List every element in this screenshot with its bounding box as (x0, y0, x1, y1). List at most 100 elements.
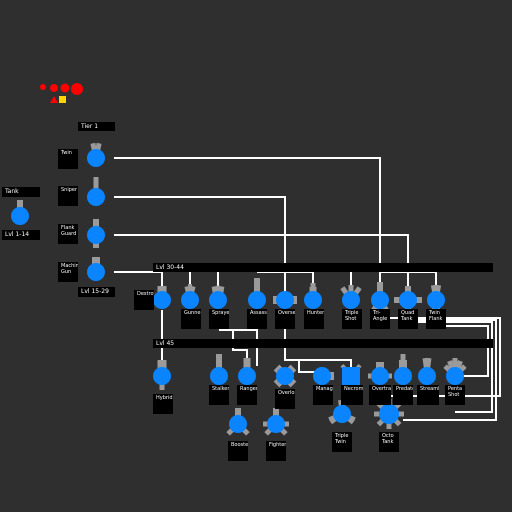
manager-icon-body (313, 367, 331, 385)
legend-triangle (50, 96, 58, 103)
tank-icon-body (11, 207, 29, 225)
label-hybrid: Hybrid (153, 394, 173, 414)
overseer-icon-body (276, 291, 294, 309)
tank-level-label: Lvl 1-14 (2, 230, 40, 240)
connector-20 (436, 325, 489, 377)
label-quad-tank: Quad Tank (398, 309, 418, 329)
ranger-icon (238, 358, 256, 385)
legend-xl-circle (71, 83, 83, 95)
label-triple-shot: Triple Shot (342, 309, 362, 329)
label-predator: Predator (393, 385, 413, 405)
hybrid-icon-body (153, 367, 171, 385)
sniper-icon-body (87, 188, 105, 206)
quad-tank-icon-body (399, 291, 417, 309)
connector-13 (219, 329, 258, 366)
twin-icon (87, 142, 105, 167)
hunter-icon (304, 283, 322, 309)
necromancer-icon (340, 363, 362, 385)
overlord-icon (273, 364, 297, 388)
tank-icon (11, 200, 29, 225)
gunner-icon-body (181, 291, 199, 309)
overseer-icon (273, 291, 297, 309)
tank-label: Tank (2, 187, 40, 197)
flank-guard-icon-body (87, 226, 105, 244)
fighter-icon-body (267, 415, 285, 433)
label-fighter: Fighter (266, 441, 286, 461)
penta-shot-icon-body (446, 367, 464, 385)
sprayer-icon-body (209, 291, 227, 309)
machine-gun-icon-body (87, 263, 105, 281)
label-flank-guard: Flank Guard (58, 224, 78, 244)
label-overlord: Overlord (275, 389, 295, 409)
booster-icon (226, 408, 250, 436)
flank-guard-icon (87, 219, 105, 248)
stalker-icon-body (210, 367, 228, 385)
legend-small-circle (40, 84, 46, 90)
destroyer-icon (153, 286, 171, 309)
tri-angle-icon-body (371, 291, 389, 309)
overlord-icon-body (276, 367, 294, 385)
label-sniper: Sniper (58, 186, 78, 206)
connector-lines (114, 157, 501, 421)
lvl45-header: Lvl 45 (153, 339, 493, 348)
machine-gun-icon (87, 257, 105, 281)
stalker-icon (210, 354, 228, 385)
octo-tank-icon-body (379, 404, 399, 424)
label-ranger: Ranger (237, 385, 257, 405)
label-destroyer: Destroyer (134, 290, 154, 310)
penta-shot-icon (443, 358, 467, 385)
assassin-icon (248, 278, 266, 309)
label-booster: Booster (228, 441, 248, 461)
connector-19 (412, 321, 493, 413)
label-assassin: Assassin (247, 309, 267, 329)
legend-square (59, 96, 66, 103)
tier1-header: Tier 1 (78, 122, 115, 131)
label-necromancer: Necromancer (341, 385, 363, 405)
ranger-icon-body (238, 367, 256, 385)
label-hunter: Hunter (304, 309, 324, 329)
label-sprayer: Sprayer (209, 309, 229, 329)
label-machine-gun: Machine Gun (58, 262, 78, 282)
label-overseer: Overseer (275, 309, 295, 329)
gunner-icon (181, 284, 199, 309)
assassin-icon-barrel-0 (254, 278, 260, 300)
label-tri-angle: Tri-Angle (370, 309, 390, 329)
sniper-icon-barrel-0 (93, 177, 99, 197)
label-octo-tank: Octo Tank (379, 432, 399, 452)
quad-tank-icon (394, 286, 422, 314)
label-twin-flank: Twin Flank (426, 309, 446, 329)
twin-icon-body (87, 149, 105, 167)
label-twin: Twin (58, 149, 78, 169)
twin-flank-icon-body (427, 291, 445, 309)
triple-shot-icon (340, 285, 362, 309)
legend-large-circle (60, 83, 70, 93)
overtrapper-icon-body (371, 367, 389, 385)
label-triple-twin: Triple Twin (332, 432, 352, 452)
manager-icon (313, 367, 334, 385)
hunter-icon-body (304, 291, 322, 309)
streamliner-icon (418, 357, 436, 385)
label-manager: Manager (313, 385, 333, 405)
overtrapper-icon (368, 362, 392, 385)
label-streamliner: Streamliner (417, 385, 439, 405)
connector-18 (403, 319, 497, 421)
assassin-icon-body (248, 291, 266, 309)
streamliner-icon-body (418, 367, 436, 385)
triple-twin-icon-body (333, 405, 351, 423)
fighter-icon (263, 408, 289, 436)
legend-medium-circle (50, 84, 58, 92)
tier1-level-label: Lvl 15-29 (78, 287, 115, 297)
stalker-icon-barrel-0 (216, 354, 222, 376)
label-overtrapper: Overtrapper (369, 385, 391, 405)
sniper-icon (87, 177, 105, 206)
necromancer-icon-body (342, 367, 360, 385)
sprayer-icon (209, 285, 227, 309)
label-stalker: Stalker (209, 385, 229, 405)
predator-icon-body (394, 367, 412, 385)
label-gunner: Gunner (181, 309, 201, 329)
shape-legend (40, 83, 83, 103)
triple-shot-icon-body (342, 291, 360, 309)
predator-icon (394, 354, 412, 385)
